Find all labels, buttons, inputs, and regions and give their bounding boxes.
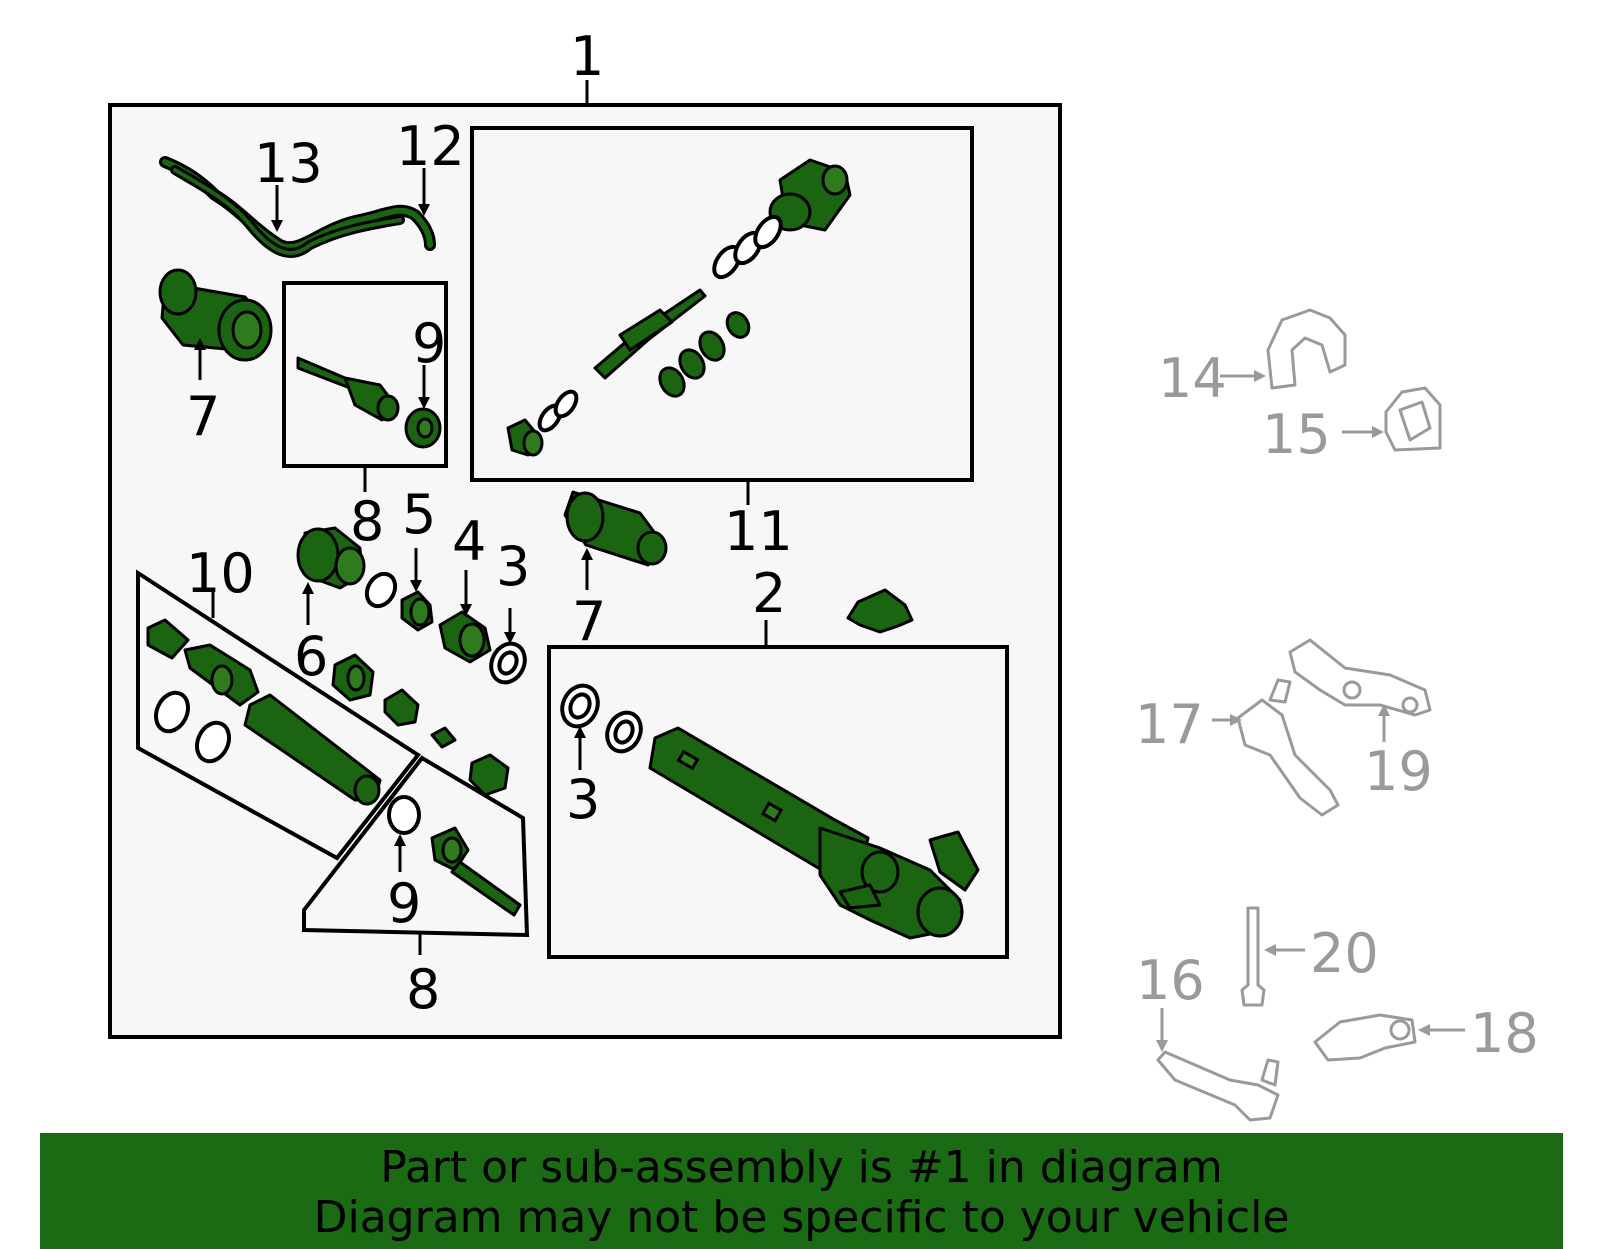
o-ring-set-lower[interactable]	[535, 388, 580, 434]
pinion-valve-shaft[interactable]	[593, 288, 707, 380]
snap-ring-part-9-lower[interactable]	[387, 795, 421, 835]
seal-set-middle[interactable]	[655, 309, 753, 401]
washer-ring[interactable]	[361, 569, 401, 611]
callout-4[interactable]: 4	[452, 510, 486, 573]
bellows-boot-part-7-upper[interactable]	[158, 268, 273, 362]
end-cap-bushing[interactable]	[506, 418, 544, 457]
callout-6[interactable]: 6	[294, 625, 328, 688]
callout-18[interactable]: 18	[1470, 1002, 1539, 1065]
callout-8-upper[interactable]: 8	[350, 490, 384, 553]
callout-14[interactable]: 14	[1158, 347, 1227, 410]
callout-3-upper[interactable]: 3	[496, 535, 530, 598]
housing-seal-ring[interactable]	[601, 707, 647, 757]
pressure-line-part-13[interactable]	[159, 156, 436, 258]
inner-tie-rod-lower[interactable]	[430, 826, 522, 917]
rack-guide-cap[interactable]	[468, 753, 510, 797]
bolt-part-20[interactable]	[1240, 906, 1266, 1007]
o-ring-set-upper[interactable]	[709, 212, 786, 281]
callout-20[interactable]: 20	[1310, 922, 1379, 985]
callout-9-lower[interactable]: 9	[387, 872, 421, 935]
callout-3-lower[interactable]: 3	[566, 768, 600, 831]
banner-line-1: Part or sub-assembly is #1 in diagram	[380, 1142, 1223, 1193]
callout-7-lower[interactable]: 7	[572, 590, 606, 653]
callout-13[interactable]: 13	[254, 132, 323, 195]
callout-19[interactable]: 19	[1364, 740, 1433, 803]
tie-rod-end-part-17[interactable]	[1236, 678, 1340, 817]
banner-line-2: Diagram may not be specific to your vehi…	[313, 1192, 1290, 1243]
bracket-clamp[interactable]	[846, 588, 914, 634]
bellows-boot-part-7-lower[interactable]	[563, 490, 668, 567]
steering-knuckle-arm-part-19[interactable]	[1288, 638, 1432, 717]
snap-ring-part-9-upper[interactable]	[404, 407, 442, 449]
inner-tie-rod-upper[interactable]	[296, 356, 400, 422]
tie-rod-end-part-16[interactable]	[1156, 1050, 1280, 1122]
rack-shaft-part-10[interactable]	[146, 618, 382, 806]
bushing-part-4[interactable]	[438, 610, 492, 664]
callout-5[interactable]: 5	[402, 483, 436, 546]
bellows-boot-part-6[interactable]	[296, 526, 366, 590]
disclaimer-banner: Part or sub-assembly is #1 in diagram Di…	[40, 1133, 1563, 1249]
callout-11[interactable]: 11	[724, 500, 793, 563]
callout-10[interactable]: 10	[186, 542, 255, 605]
subassembly-box-8-lower	[302, 755, 530, 938]
control-valve-housing[interactable]	[768, 158, 852, 232]
rack-housing-part-2[interactable]	[648, 726, 980, 940]
callout-12[interactable]: 12	[396, 115, 465, 178]
bracket-part-14[interactable]	[1266, 308, 1347, 390]
subassembly-box-10	[136, 569, 421, 861]
callout-15[interactable]: 15	[1262, 403, 1331, 466]
subassembly-box-11	[470, 126, 974, 482]
rack-bushing[interactable]	[383, 688, 420, 727]
callout-9-upper[interactable]: 9	[412, 312, 446, 375]
callout-1[interactable]: 1	[570, 25, 604, 88]
callout-8-lower[interactable]: 8	[406, 958, 440, 1021]
o-ring-pair-box-10[interactable]	[150, 688, 235, 767]
cylinder-end-stopper[interactable]	[331, 653, 375, 702]
knuckle-arm-part-18[interactable]	[1313, 1013, 1417, 1062]
grommet-part-15[interactable]	[1384, 386, 1442, 452]
bushing-part-5[interactable]	[400, 590, 434, 632]
callout-7-upper[interactable]: 7	[186, 385, 220, 448]
callout-16[interactable]: 16	[1136, 949, 1205, 1012]
set-screw[interactable]	[430, 726, 457, 749]
subassembly-box-2	[547, 645, 1009, 959]
seal-ring-part-3-upper[interactable]	[485, 638, 531, 688]
callout-2[interactable]: 2	[752, 562, 786, 625]
seal-ring-part-3-lower[interactable]	[556, 680, 605, 732]
callout-17[interactable]: 17	[1135, 693, 1204, 756]
